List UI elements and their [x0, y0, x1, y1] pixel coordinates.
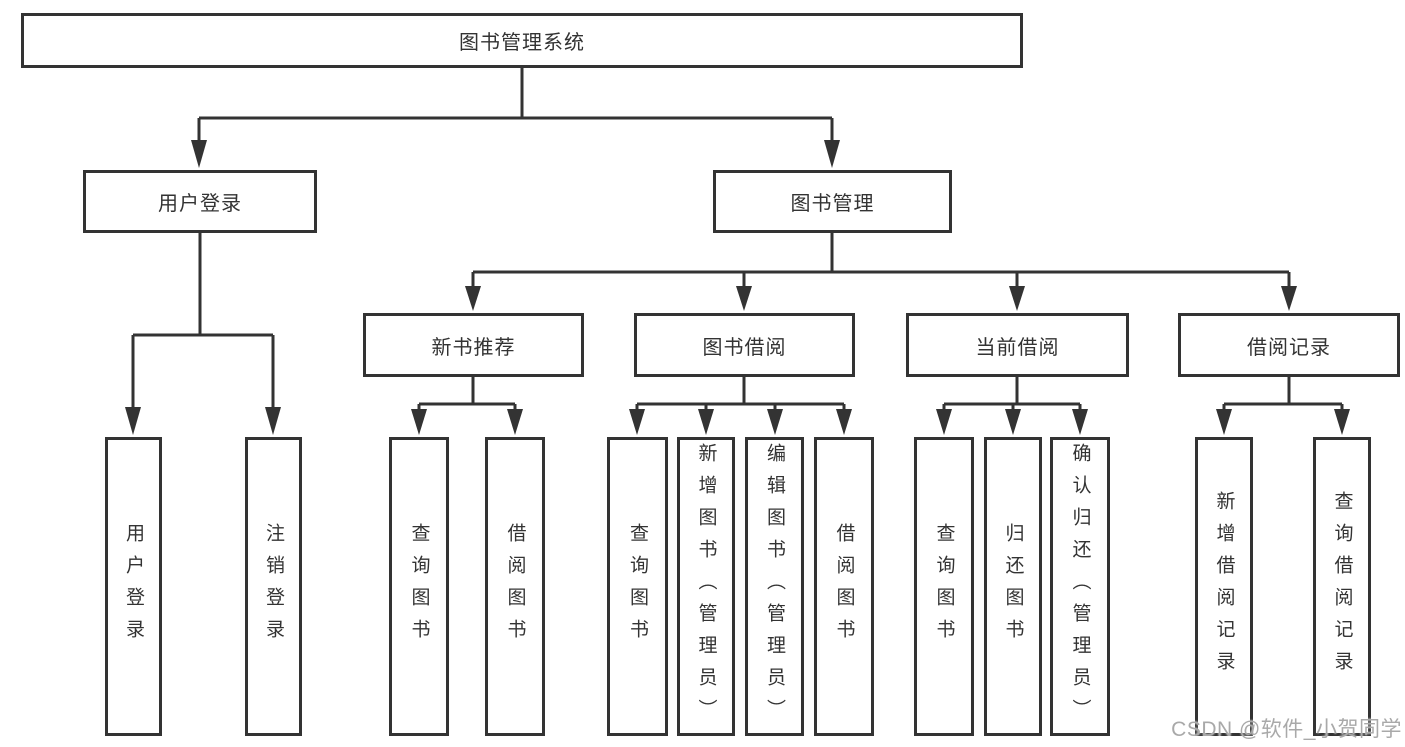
leaf-recommend-query-books: 查询图书	[389, 437, 449, 736]
leaf-query-borrow-record: 查询借阅记录	[1313, 437, 1371, 736]
node-new-book-recommend: 新书推荐	[363, 313, 584, 377]
leaf-borrow-query-books: 查询图书	[607, 437, 668, 736]
node-user-login: 用户登录	[83, 170, 317, 233]
node-book-management: 图书管理	[713, 170, 952, 233]
leaf-recommend-borrow-books: 借阅图书	[485, 437, 545, 736]
leaf-logout: 注销登录	[245, 437, 302, 736]
leaf-confirm-return-admin: 确认归还（管理员）	[1050, 437, 1110, 736]
connector-user-login-to-leaves	[125, 233, 281, 435]
node-current-borrow: 当前借阅	[906, 313, 1129, 377]
leaf-add-books-admin: 新增图书（管理员）	[677, 437, 735, 736]
leaf-add-borrow-record: 新增借阅记录	[1195, 437, 1253, 736]
connector-book-borrow-to-leaves	[629, 377, 852, 435]
connector-new-book-recommend-to-leaves	[411, 377, 523, 435]
connector-borrow-records-to-leaves	[1216, 377, 1350, 435]
node-library-management-system: 图书管理系统	[21, 13, 1023, 68]
connector-book-management-to-level3	[465, 233, 1297, 311]
leaf-edit-books-admin: 编辑图书（管理员）	[745, 437, 804, 736]
leaf-borrow-books: 借阅图书	[814, 437, 874, 736]
leaf-user-login: 用户登录	[105, 437, 162, 736]
watermark: CSDN @软件_小贺同学	[1171, 718, 1402, 741]
leaf-return-books: 归还图书	[984, 437, 1042, 736]
node-borrow-records: 借阅记录	[1178, 313, 1400, 377]
connector-current-borrow-to-leaves	[936, 377, 1088, 435]
leaf-current-query-books: 查询图书	[914, 437, 974, 736]
node-book-borrow: 图书借阅	[634, 313, 855, 377]
connector-root-to-level2	[191, 68, 840, 168]
